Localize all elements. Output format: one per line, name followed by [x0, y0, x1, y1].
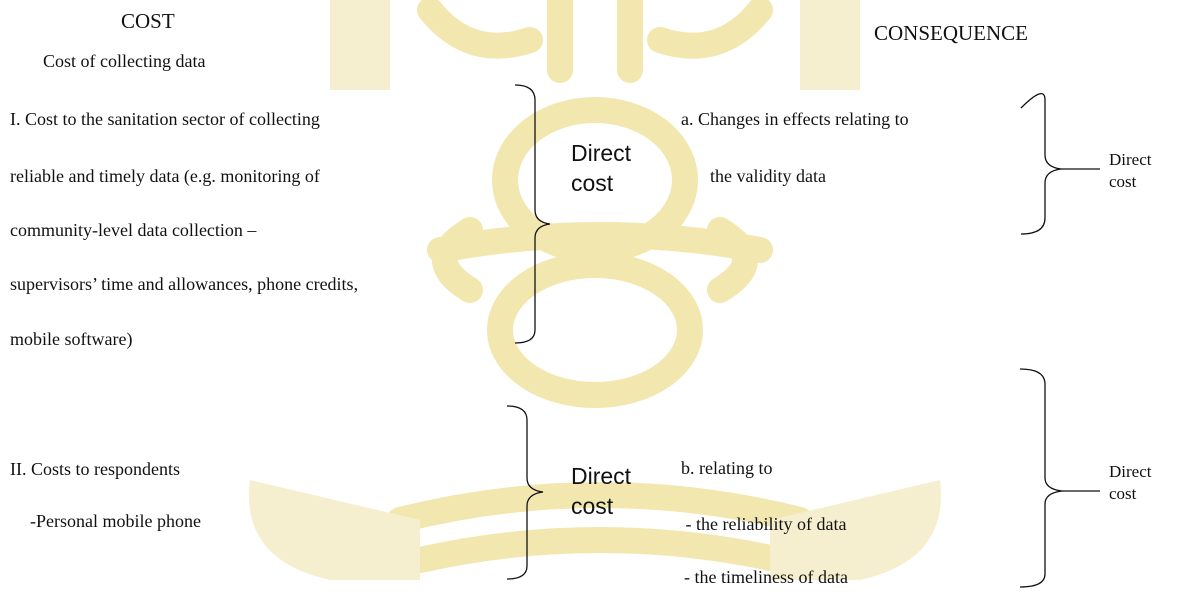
- direct-cost-label-2: Direct cost: [571, 463, 632, 519]
- brace-cost-2: [506, 405, 544, 580]
- brace-consequence-a: [1020, 92, 1062, 235]
- consequence-header: CONSEQUENCE: [874, 21, 1029, 45]
- direct-cost-label-3: Direct cost: [1109, 150, 1152, 191]
- brace-cost-1: [514, 84, 551, 344]
- consequence-a-line: a. Changes in effects relating to: [681, 109, 909, 129]
- subtitle: Cost of collecting data: [43, 51, 206, 71]
- cost-item-1-line: supervisors’ time and allowances, phone …: [10, 274, 359, 294]
- brace-consequence-b: [1019, 368, 1063, 588]
- consequence-a-line: the validity data: [710, 166, 826, 186]
- cost-header: COST: [121, 9, 175, 33]
- consequence-b-line: b. relating to: [681, 458, 773, 478]
- direct-cost-label-1: Direct cost: [571, 140, 632, 196]
- direct-cost-label-4: Direct cost: [1109, 462, 1152, 503]
- consequence-b-line: - the reliability of data: [681, 514, 847, 534]
- cost-item-2-title: II. Costs to respondents: [10, 459, 180, 479]
- consequence-b-line: - the timeliness of data: [684, 567, 848, 587]
- cost-item-1-line: reliable and timely data (e.g. monitorin…: [10, 166, 320, 186]
- cost-item-1-line: I. Cost to the sanitation sector of coll…: [10, 109, 320, 129]
- cost-item-2-sub: -Personal mobile phone: [30, 511, 201, 531]
- cost-item-1-line: community-level data collection –: [10, 220, 257, 240]
- cost-item-1-line: mobile software): [10, 329, 133, 349]
